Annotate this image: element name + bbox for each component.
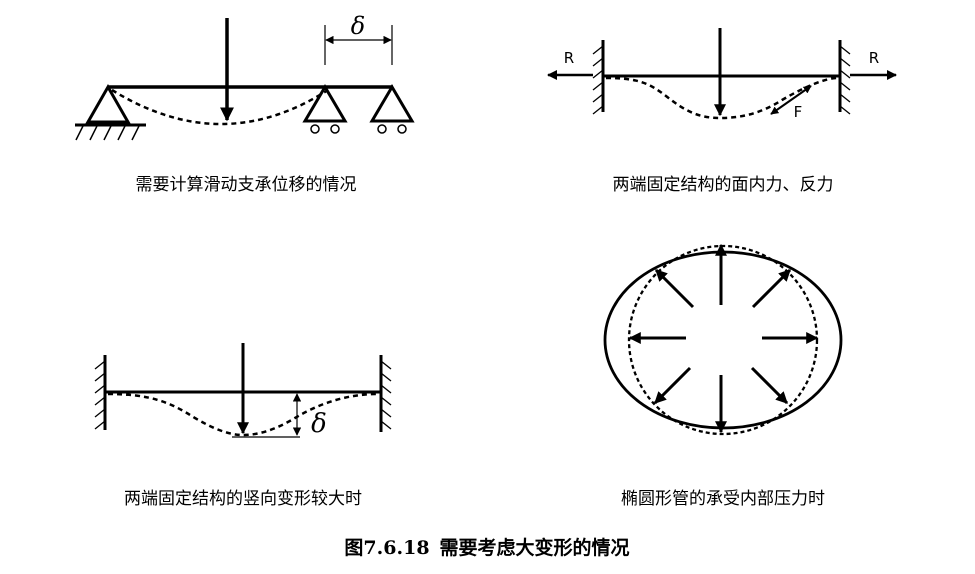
caption-elliptical-pipe: 椭圆形管的承受内部压力时 <box>621 489 825 509</box>
delta-label: δ <box>311 409 327 439</box>
pressure-arrow-lower-left <box>653 366 692 405</box>
pressure-arrow-upper-left <box>654 268 695 309</box>
fixed-wall-right <box>379 355 392 432</box>
pressure-arrow-upper-right <box>751 268 792 309</box>
reaction-label-left: R <box>564 49 574 67</box>
fixed-wall-left <box>94 355 107 430</box>
panel-fixed-inplane: R R F <box>547 28 897 121</box>
force-label: F <box>794 103 803 121</box>
caption-fixed-deflection: 两端固定结构的竖向变形较大时 <box>124 489 362 509</box>
caption-sliding-support: 需要计算滑动支承位移的情况 <box>135 175 357 195</box>
pinned-support <box>75 83 146 141</box>
delta-label: δ <box>351 12 365 40</box>
pressure-arrows <box>628 243 819 434</box>
inplane-force-arrow <box>770 85 812 115</box>
fixed-wall-right <box>838 40 851 115</box>
panel-sliding-support: δ <box>75 12 415 141</box>
roller-support-right <box>369 84 415 134</box>
panel-elliptical-pipe <box>603 243 843 436</box>
displacement-dimension: δ <box>324 12 393 65</box>
deflection-dimension: δ <box>232 393 327 439</box>
panel-fixed-deflection: δ <box>94 343 392 439</box>
deflected-shape <box>605 76 839 120</box>
pressure-arrow-lower-right <box>750 366 789 405</box>
roller-support-middle <box>302 84 348 134</box>
reaction-label-right: R <box>869 49 879 67</box>
figure-title-text: 需要考虑大变形的情况 <box>439 537 630 559</box>
figure-number: 图7.6.18 <box>344 537 430 559</box>
caption-fixed-inplane: 两端固定结构的面内力、反力 <box>612 175 834 195</box>
deflected-shape <box>111 88 329 126</box>
fixed-wall-left <box>592 40 605 115</box>
ellipse-outline <box>603 250 843 430</box>
figure-title: 图7.6.18 需要考虑大变形的情况 <box>344 533 629 560</box>
deformed-circle-outline <box>627 244 819 436</box>
